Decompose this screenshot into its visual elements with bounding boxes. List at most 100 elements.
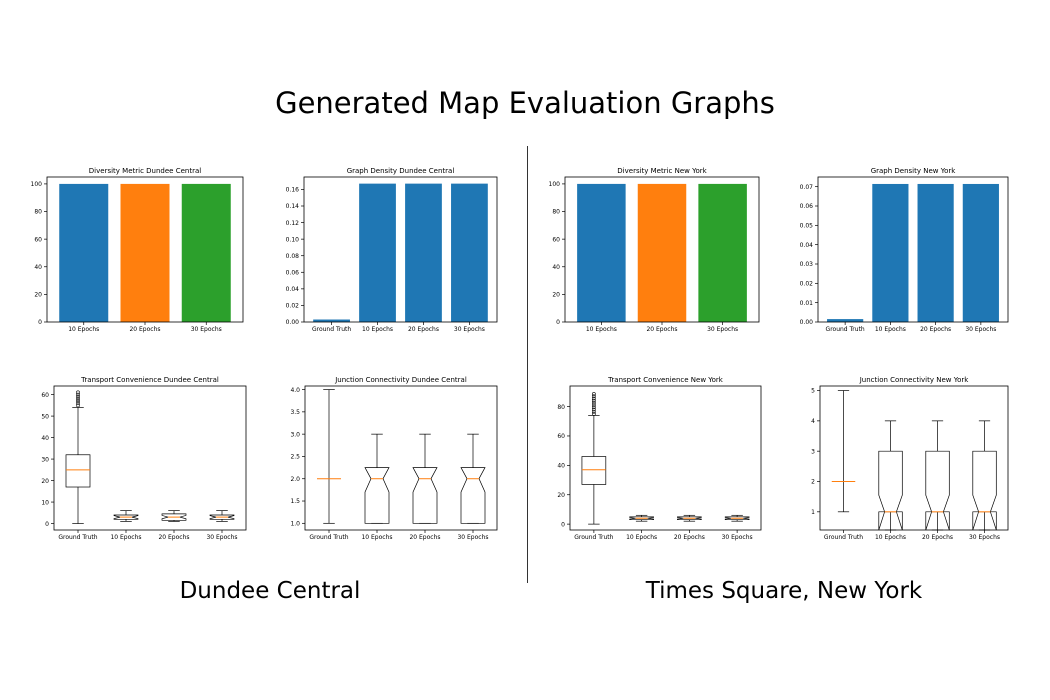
y-tick-label: 0.14 — [286, 203, 300, 210]
bar-2 — [872, 183, 909, 322]
outlier-point — [591, 394, 596, 399]
x-tick-label: 10 Epochs — [626, 534, 657, 541]
x-tick-label: 30 Epochs — [457, 534, 488, 541]
y-tick-label: 0.01 — [800, 300, 814, 307]
bar-4 — [451, 183, 488, 322]
x-tick-label: 20 Epochs — [674, 534, 705, 541]
bar-2 — [359, 183, 396, 322]
x-tick-label: 30 Epochs — [191, 326, 222, 333]
x-tick-label: Ground Truth — [826, 326, 865, 333]
bar-1 — [827, 319, 864, 322]
y-tick-label: 4.0 — [290, 387, 300, 394]
outlier-point — [591, 407, 596, 412]
y-tick-label: 0.02 — [286, 303, 300, 310]
x-tick-label: 20 Epochs — [646, 326, 677, 333]
y-tick-label: 1 — [811, 509, 815, 516]
chart-title: Junction Connectivity Dundee Central — [334, 376, 467, 384]
x-tick-label: 30 Epochs — [454, 326, 485, 333]
y-tick-label: 3 — [811, 448, 815, 455]
x-tick-label: Ground Truth — [309, 534, 348, 541]
plot-frame — [53, 385, 247, 531]
x-tick-label: 30 Epochs — [206, 534, 237, 541]
box-body-notched — [460, 467, 486, 524]
y-tick-label: 0.07 — [800, 184, 814, 191]
box-body-notched — [724, 516, 750, 521]
chart-title: Transport Convenience New York — [607, 376, 724, 384]
x-tick-label: 30 Epochs — [969, 534, 1000, 541]
x-tick-label: 30 Epochs — [707, 326, 738, 333]
box-3 — [925, 420, 950, 531]
y-tick-label: 0.10 — [286, 236, 300, 243]
bar-1 — [313, 319, 350, 322]
outlier-point — [591, 396, 596, 401]
y-tick-label: 2 — [811, 479, 815, 486]
box-3 — [677, 514, 702, 522]
outlier-point — [591, 405, 596, 410]
y-tick-label: 0.12 — [286, 220, 300, 227]
outlier-point — [76, 392, 80, 397]
box-1 — [581, 392, 607, 525]
x-tick-label: 20 Epochs — [158, 534, 189, 541]
panel-divider — [527, 146, 528, 583]
outlier-point — [591, 412, 596, 416]
x-tick-label: 20 Epochs — [922, 534, 953, 541]
outlier-point — [591, 398, 596, 403]
y-tick-label: 0.08 — [286, 253, 300, 260]
bar-1 — [59, 183, 109, 322]
y-tick-label: 20 — [557, 492, 565, 499]
plot-frame — [304, 385, 498, 531]
y-tick-label: 0.06 — [800, 203, 814, 210]
outlier-point — [591, 400, 596, 405]
plot-frame — [817, 176, 1009, 323]
box-body-notched — [209, 514, 235, 520]
y-tick-label: 0.05 — [800, 223, 814, 230]
section-label-dundee: Dundee Central — [179, 578, 361, 604]
y-tick-label: 50 — [41, 413, 49, 420]
bar-1 — [577, 183, 626, 322]
box-body-notched — [878, 450, 903, 531]
y-tick-label: 40 — [552, 264, 560, 271]
box-3 — [161, 510, 187, 522]
y-tick-label: 0.02 — [800, 281, 814, 288]
y-tick-label: 3.5 — [290, 409, 300, 416]
bar-4 — [962, 183, 999, 322]
bar-3 — [917, 183, 954, 322]
x-tick-label: 20 Epochs — [408, 326, 439, 333]
outlier-point — [76, 401, 80, 406]
box-1 — [831, 390, 856, 513]
y-tick-label: 0 — [45, 521, 49, 528]
y-tick-label: 0.00 — [286, 319, 300, 326]
x-tick-label: 10 Epochs — [110, 534, 141, 541]
y-tick-label: 30 — [41, 456, 49, 463]
x-tick-label: 20 Epochs — [409, 534, 440, 541]
x-tick-label: Ground Truth — [58, 534, 97, 541]
box-2 — [878, 420, 903, 531]
x-tick-label: 30 Epochs — [965, 326, 996, 333]
box-body-notched — [161, 513, 187, 521]
y-tick-label: 40 — [41, 435, 49, 442]
bar-3 — [181, 183, 231, 322]
outlier-point — [76, 403, 80, 408]
y-tick-label: 0.04 — [800, 242, 814, 249]
outlier-point — [76, 396, 80, 401]
bar-3 — [405, 183, 442, 322]
box-body — [581, 456, 607, 485]
y-tick-label: 0.06 — [286, 269, 300, 276]
y-tick-label: 5 — [811, 388, 815, 395]
y-tick-label: 4 — [811, 418, 815, 425]
box-body-notched — [629, 516, 654, 521]
box-body-notched — [925, 450, 950, 531]
y-tick-label: 2.0 — [290, 476, 300, 483]
y-tick-label: 100 — [31, 181, 43, 188]
box-2 — [113, 510, 139, 522]
y-tick-label: 1.0 — [290, 521, 300, 528]
y-tick-label: 60 — [41, 392, 49, 399]
plot-frame — [819, 385, 1009, 531]
box-1 — [317, 389, 341, 524]
y-tick-label: 60 — [34, 236, 42, 243]
y-tick-label: 80 — [34, 209, 42, 216]
